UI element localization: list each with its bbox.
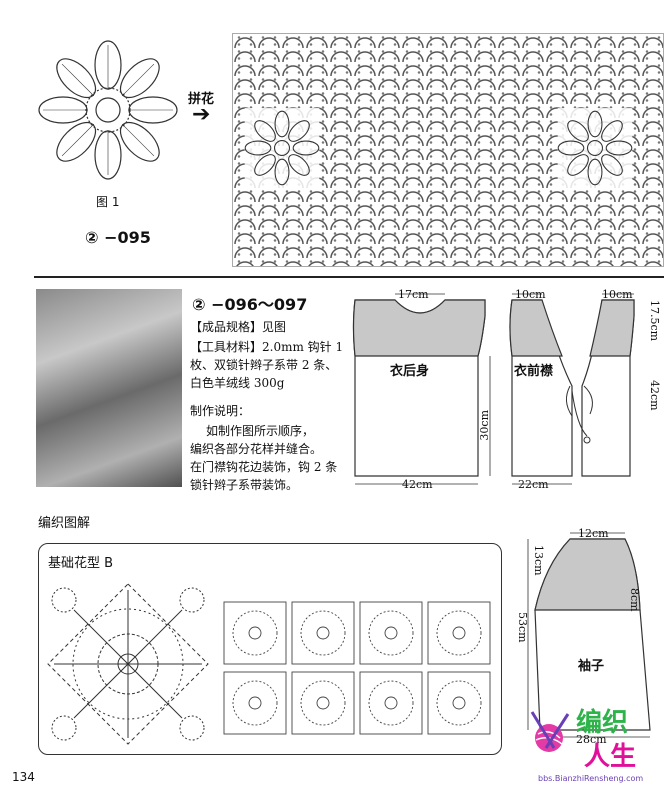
front-panel-diagram: [509, 293, 635, 485]
arrow-right-icon: ➔: [192, 102, 211, 127]
back-width-measure: 42cm: [402, 478, 433, 491]
instructions-title: 制作说明：: [190, 404, 251, 418]
instructions-line-1: 如制作图所示顺序，: [206, 424, 315, 438]
tools-line-1: 【工具材料】2.0mm 钩针 1: [190, 340, 344, 354]
instructions-line-2: 编织各部分花样并缝合。: [190, 442, 323, 456]
back-height-measure: 30cm: [478, 410, 491, 441]
logo-url: bbs.BianzhiRensheng.com: [538, 774, 644, 783]
logo-text-a: 编织: [576, 708, 629, 738]
sleeve-label: 袖子: [578, 659, 605, 674]
front-length-measure: 42cm: [648, 380, 661, 411]
sleeve-bottom-measure: 28cm: [576, 733, 607, 746]
front-armhole-measure: 17.5cm: [648, 300, 661, 342]
page-number: 134: [12, 770, 35, 784]
section-title: 编织图解: [38, 516, 91, 531]
tools-line-3: 白色羊绒线 300g: [190, 376, 285, 390]
model-photo: [36, 289, 182, 487]
sleeve-top-measure: 12cm: [578, 527, 609, 540]
section-divider: [34, 276, 664, 278]
tools-line-2: 枚、双锁针辫子系带 2 条、: [190, 358, 338, 372]
instructions-line-4: 锁针辫子系带装饰。: [190, 478, 299, 492]
flower-motif-left: [244, 108, 320, 188]
front-width-measure: 22cm: [518, 478, 549, 491]
pattern-code-096-097: ② −096～097: [192, 295, 308, 314]
back-panel-diagram: [352, 293, 491, 485]
knitting-yarn-icon: [530, 711, 570, 752]
sleeve-cap-measure: 13cm: [532, 545, 545, 576]
logo-text-b: 人生: [584, 742, 637, 772]
back-panel-label: 衣后身: [390, 364, 430, 379]
sleeve-length-measure: 53cm: [516, 612, 529, 643]
join-label: 拼花: [188, 92, 215, 107]
figure-label: 图 1: [96, 195, 120, 209]
site-logo: 编织 人生 bbs.BianzhiRensheng.com: [520, 702, 666, 796]
spec-text: 【成品规格】见图: [190, 320, 287, 334]
pattern-b-title: 基础花型 B: [48, 556, 114, 571]
flower-motif-diagram: [38, 40, 178, 180]
sleeve-side-measure: 8cm: [628, 588, 641, 612]
sleeve-diagram: [527, 532, 651, 738]
back-neck-measure: 17cm: [398, 288, 429, 301]
front-panel-label: 衣前襟: [514, 364, 554, 379]
instructions-line-3: 在门襟钩花边装饰，钩 2 条: [190, 460, 338, 474]
front-shoulder-right-measure: 10cm: [602, 288, 633, 301]
front-shoulder-left-measure: 10cm: [515, 288, 546, 301]
pattern-b-box: [38, 543, 502, 755]
square-motif-diagram: [47, 583, 209, 745]
motif-grid-diagram: [223, 601, 491, 735]
flower-motif-right: [557, 108, 633, 188]
pattern-code-095: ② −095: [85, 228, 151, 247]
